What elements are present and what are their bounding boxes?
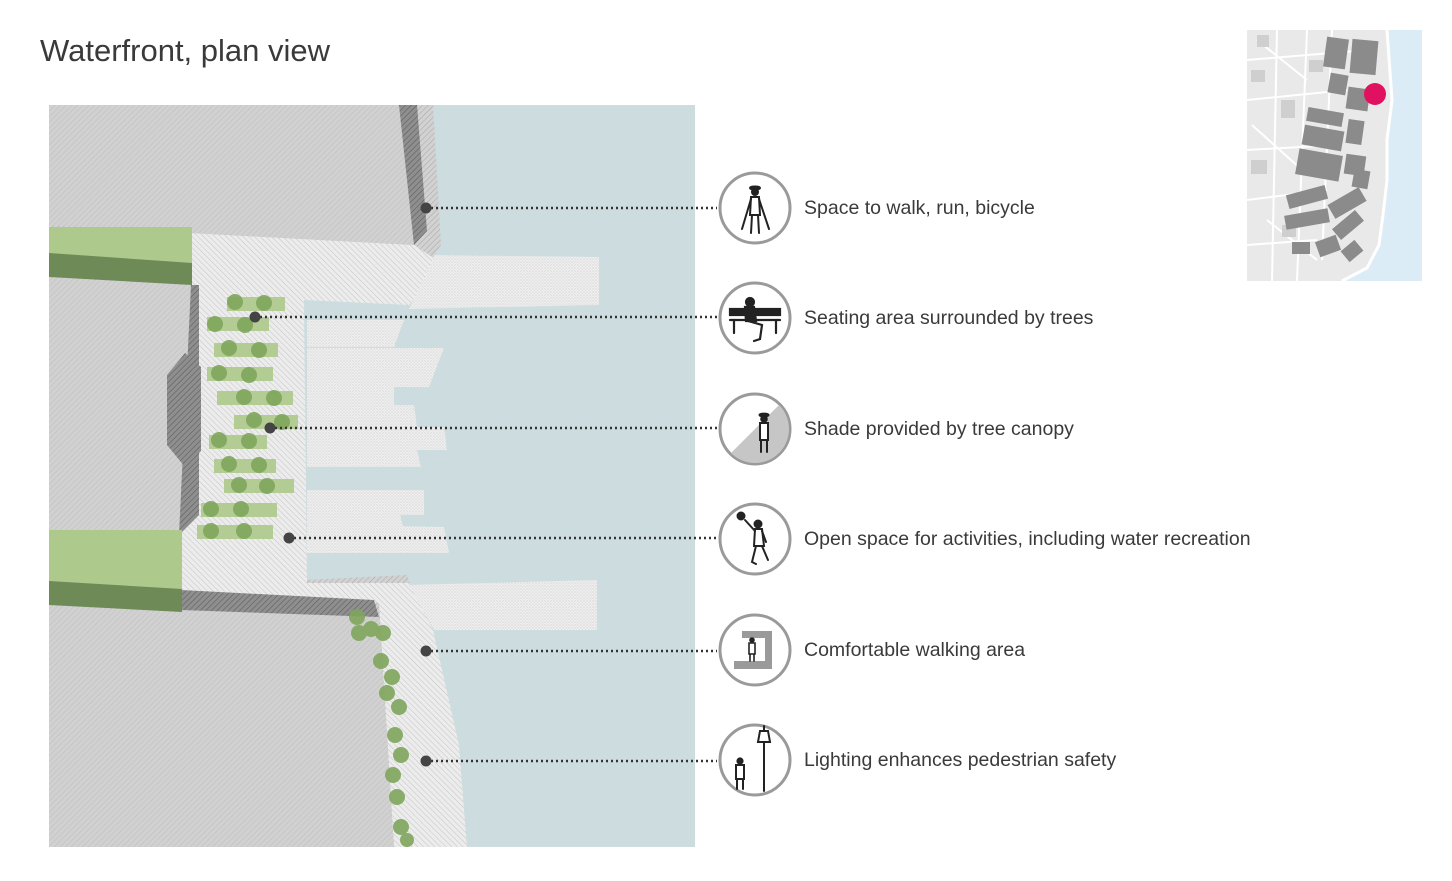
page-title: Waterfront, plan view xyxy=(40,33,331,68)
feature-label: Lighting enhances pedestrian safety xyxy=(804,749,1117,771)
person-on-bench-icon xyxy=(718,281,792,355)
pier-9 xyxy=(307,525,449,553)
pier-4 xyxy=(307,405,417,427)
walker-with-poles-icon xyxy=(718,171,792,245)
feature-label: Space to walk, run, bicycle xyxy=(804,197,1035,219)
pier-1 xyxy=(307,320,404,347)
location-marker xyxy=(1364,83,1386,105)
building-north-edge xyxy=(399,105,427,245)
map-water xyxy=(1342,30,1422,281)
pier-6 xyxy=(307,450,421,467)
tree-planters xyxy=(197,294,298,539)
locator-map xyxy=(1247,30,1422,281)
feature-label: Open space for activities, including wat… xyxy=(804,528,1251,550)
person-in-shade-icon xyxy=(718,392,792,466)
pier-7 xyxy=(307,490,424,515)
feature-label: Shade provided by tree canopy xyxy=(804,418,1074,440)
person-and-streetlight-icon xyxy=(718,723,792,797)
pier-south xyxy=(409,580,597,630)
feature-label: Comfortable walking area xyxy=(804,639,1026,661)
pier-north xyxy=(409,255,599,309)
street-trees xyxy=(349,609,414,847)
waterfront-plan xyxy=(49,105,695,847)
pier-2 xyxy=(307,348,444,387)
feature-label: Seating area surrounded by trees xyxy=(804,307,1094,329)
pier-5 xyxy=(307,427,447,450)
lawn-south xyxy=(49,530,182,590)
pier-8 xyxy=(307,510,404,530)
promenade xyxy=(179,233,467,847)
person-in-corner-icon xyxy=(718,613,792,687)
pavilion xyxy=(167,353,201,467)
pier-3 xyxy=(307,387,394,405)
person-with-ball-icon xyxy=(718,502,792,576)
